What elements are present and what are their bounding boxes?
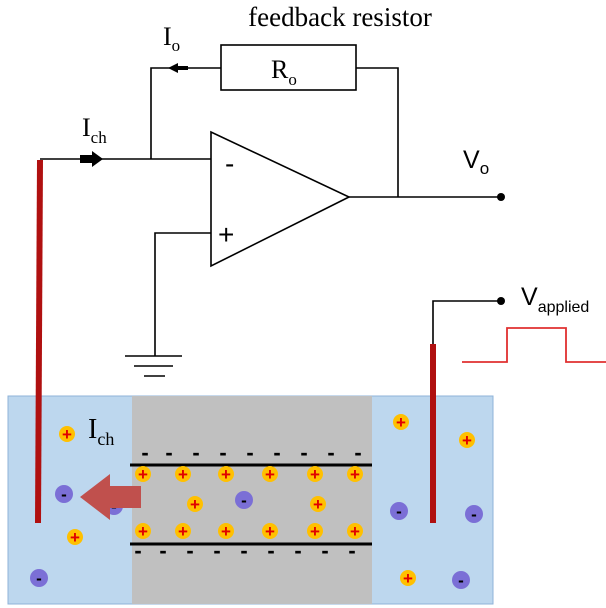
cation: + — [393, 413, 409, 432]
cation: + — [135, 522, 151, 541]
svg-text:+: + — [396, 413, 406, 432]
cation: + — [400, 569, 416, 588]
io-label: Io — [163, 22, 180, 55]
svg-text:+: + — [350, 465, 360, 484]
svg-text:-: - — [396, 502, 402, 521]
surface-charge: - — [165, 440, 172, 465]
cation: + — [347, 522, 363, 541]
surface-charge: - — [267, 538, 274, 563]
cation: + — [175, 522, 191, 541]
cation: + — [135, 465, 151, 484]
svg-text:+: + — [138, 522, 148, 541]
cation: + — [307, 465, 323, 484]
surface-charge: - — [134, 538, 141, 563]
surface-charge: - — [246, 440, 253, 465]
svg-text:+: + — [265, 465, 275, 484]
noninverting-input-sign: + — [218, 219, 234, 250]
svg-text:+: + — [462, 431, 472, 450]
ich-channel-label: Ich — [88, 414, 114, 449]
svg-text:+: + — [313, 495, 323, 514]
svg-text:+: + — [190, 495, 200, 514]
cation: + — [347, 465, 363, 484]
left-electrode — [35, 159, 43, 524]
ich-arrow — [80, 151, 103, 167]
ro-label: Ro — [271, 55, 297, 89]
svg-text:+: + — [221, 522, 231, 541]
svg-text:+: + — [178, 522, 188, 541]
cation: + — [307, 522, 323, 541]
ion-flow-arrow — [80, 474, 141, 520]
svg-text:-: - — [458, 571, 464, 590]
cation: + — [218, 465, 234, 484]
svg-text:+: + — [221, 465, 231, 484]
surface-charge: - — [348, 538, 355, 563]
surface-charge: - — [159, 538, 166, 563]
surface-charge: - — [141, 440, 148, 465]
vapplied-label: Vapplied — [521, 283, 589, 316]
ich-top-label: Ich — [82, 113, 107, 147]
svg-text:+: + — [310, 522, 320, 541]
cation: + — [459, 431, 475, 450]
feedback-resistor-label: feedback resistor — [248, 2, 432, 32]
surface-charge: - — [294, 538, 301, 563]
surface-charge: - — [321, 538, 328, 563]
cation: + — [175, 465, 191, 484]
op-amp — [210, 130, 351, 268]
inverting-input-sign: - — [225, 148, 234, 179]
svg-text:+: + — [310, 465, 320, 484]
ground-symbol — [125, 355, 182, 377]
vo-label: Vo — [463, 146, 489, 178]
surface-charge: - — [327, 440, 334, 465]
ions: +++++++++++++++++++------- — [30, 413, 483, 590]
svg-text:+: + — [178, 465, 188, 484]
surface-charge: - — [213, 538, 220, 563]
surface-charge: - — [192, 440, 199, 465]
svg-text:+: + — [403, 569, 413, 588]
svg-text:-: - — [471, 505, 477, 524]
applied-voltage-pulse — [462, 327, 606, 363]
vout-terminal — [497, 193, 505, 201]
svg-text:-: - — [36, 569, 42, 588]
surface-charge: - — [240, 538, 247, 563]
surface-charge: - — [354, 440, 361, 465]
svg-text:+: + — [350, 522, 360, 541]
surface-charge: - — [219, 440, 226, 465]
svg-text:-: - — [61, 485, 67, 504]
cation: + — [187, 495, 203, 514]
surface-charges: ------------------ — [134, 440, 361, 563]
feedback-resistor — [220, 44, 357, 91]
cation: + — [218, 522, 234, 541]
cation: + — [262, 465, 278, 484]
cation: + — [59, 425, 75, 444]
svg-text:+: + — [62, 425, 72, 444]
svg-text:-: - — [241, 491, 247, 510]
svg-text:+: + — [265, 522, 275, 541]
anion: - — [452, 571, 470, 590]
anion: - — [390, 502, 408, 521]
anion: - — [235, 491, 253, 510]
vapplied-terminal — [497, 297, 505, 305]
cation: + — [67, 528, 83, 547]
anion: - — [55, 485, 73, 504]
wires — [40, 67, 500, 356]
svg-text:+: + — [70, 528, 80, 547]
svg-text:+: + — [138, 465, 148, 484]
surface-charge: - — [273, 440, 280, 465]
cation: + — [262, 522, 278, 541]
surface-charge: - — [186, 538, 193, 563]
cation: + — [310, 495, 326, 514]
anion: - — [30, 569, 48, 588]
anion: - — [465, 505, 483, 524]
surface-charge: - — [300, 440, 307, 465]
io-arrow — [168, 63, 188, 73]
